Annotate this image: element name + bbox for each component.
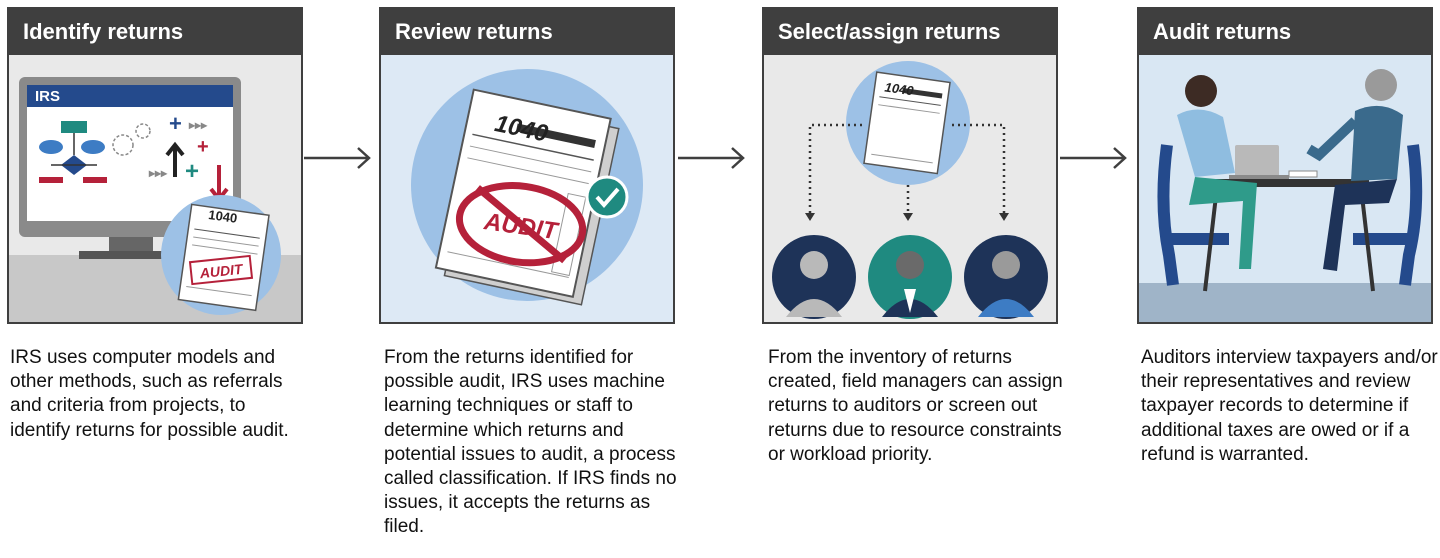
arrow-up-icon	[165, 141, 185, 177]
flowchart-icon	[39, 121, 107, 183]
step-review-panel: Review returns 1040 AUDIT	[379, 7, 675, 324]
auditor-avatar-icon	[868, 235, 952, 319]
step-audit-title: Audit returns	[1139, 9, 1431, 55]
svg-text:▸▸▸: ▸▸▸	[188, 118, 208, 132]
audit-stamp-icon: AUDIT	[188, 254, 254, 286]
step-select-description: From the inventory of returns created, f…	[768, 347, 1063, 465]
audit-stamp-text: AUDIT	[198, 261, 245, 282]
step-review-title: Review returns	[381, 9, 673, 55]
svg-text:▸▸▸: ▸▸▸	[148, 166, 168, 180]
people-at-table-icon	[1157, 69, 1423, 292]
step-select-panel: Select/assign returns 1040	[762, 7, 1058, 324]
form-number-text: 1040	[884, 79, 915, 98]
plus-icon: + + + ▸▸▸ ▸▸▸	[148, 111, 209, 185]
step-select-title: Select/assign returns	[764, 9, 1056, 55]
auditor-avatar-icon	[964, 235, 1048, 319]
step-identify-title: Identify returns	[9, 9, 301, 55]
right-arrow-icon	[304, 147, 371, 169]
step-identify-panel: Identify returns IRS +	[7, 7, 303, 324]
select-illustration: 1040	[764, 55, 1056, 322]
tax-form-icon	[863, 71, 951, 175]
step-identify-description: IRS uses computer models and other metho…	[10, 347, 289, 441]
svg-text:+: +	[169, 111, 182, 136]
computer-icon	[19, 77, 241, 259]
auditor-avatar-icon	[772, 235, 856, 319]
step-audit-description: Auditors interview taxpayers and/or thei…	[1141, 347, 1438, 465]
review-illustration: 1040 AUDIT	[381, 55, 673, 322]
checkmark-icon	[585, 175, 629, 219]
form-number-text: 1040	[207, 207, 238, 226]
identify-illustration: IRS + + + ▸▸▸ ▸▸▸	[9, 55, 301, 322]
svg-text:+: +	[185, 158, 199, 185]
step-review-description: From the returns identified for possible…	[384, 347, 677, 538]
audit-illustration	[1139, 55, 1431, 322]
right-arrow-icon	[678, 147, 745, 169]
dotted-connector-icon	[808, 123, 1006, 215]
gears-icon	[112, 123, 151, 156]
step-audit-panel: Audit returns	[1137, 7, 1433, 324]
irs-logo-text: IRS	[35, 88, 60, 105]
connector-arrowheads	[805, 213, 1009, 221]
svg-text:+: +	[197, 136, 209, 158]
right-arrow-icon	[1060, 147, 1127, 169]
